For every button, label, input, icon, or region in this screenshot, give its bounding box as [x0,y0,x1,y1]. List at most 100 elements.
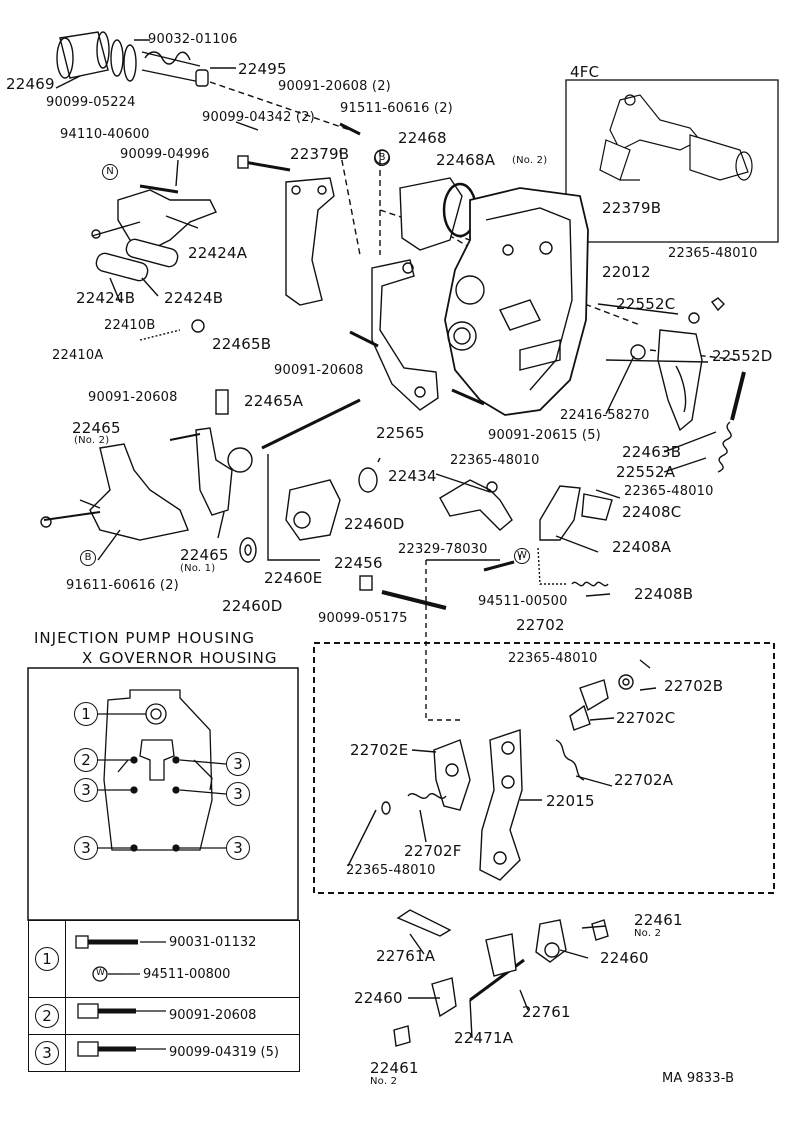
part-label: 22408A [612,538,672,556]
part-label: 90099-04342 (2) [202,110,315,125]
part-label: 22465A [244,392,304,410]
part-label: 22702E [350,741,409,759]
part-label: 22565 [376,424,425,442]
part-label: 91511-60616 (2) [340,101,453,116]
legend-row: 2 90091-20608 [29,997,299,1035]
4fc-mechanism [599,94,753,181]
part-label: 22495 [238,60,287,78]
part-label: 22424B [164,289,224,307]
part-label: 22424A [188,244,248,262]
legend-number: 2 [35,1004,59,1028]
fastener-legend-table: 1 90031-01132 94511-00800 W 2 90091-2060… [28,920,300,1072]
inset-housing-outline [98,689,227,852]
part-label: 90032-01106 [148,32,238,47]
inset-title-line1: INJECTION PUMP HOUSING [34,629,256,647]
part-label: 22465 [72,419,121,437]
hole-marker: 3 [226,782,250,806]
valve-assembly-22469 [56,31,209,87]
part-label: 22460 [354,989,403,1007]
hole-marker: 3 [74,778,98,802]
part-label: 22424B [76,289,136,307]
part-label: 22365-48010 [346,863,436,878]
part-label: 22410A [52,348,104,363]
hole-marker: 1 [74,702,98,726]
part-label: 90099-05224 [46,95,136,110]
legend-row-number-cell: 3 [29,1035,66,1072]
part-label: 22702C [616,709,676,727]
part-label: 22365-48010 [508,651,598,666]
part-label: 22761 [522,1003,571,1021]
part-label: 22460D [344,515,405,533]
hole-marker: 3 [74,836,98,860]
part-label: 22434 [388,467,437,485]
part-label: 22552D [712,347,773,365]
part-label: 22461 [634,911,683,929]
part-label: 22463B [622,443,682,461]
part-label: 22702B [664,677,724,695]
part-label: 22468A [436,151,496,169]
governor-housing-22012 [444,187,589,416]
part-label: 90099-04996 [120,147,210,162]
bracket-22424a [91,184,217,251]
part-label-note: No. 2 [370,1076,398,1087]
part-label: 22702A [614,771,674,789]
lever-22565 [371,259,439,411]
washer-mark: W [96,968,105,978]
part-label: 22379B [602,199,662,217]
part-label: 22416-58270 [560,408,650,423]
legend-row: 1 90031-01132 94511-00800 W [29,921,299,997]
springs-22424b [95,238,179,282]
part-label: 22468 [398,129,447,147]
part-label: 22365-48010 [450,453,540,468]
legend-row: 3 90099-04319 (5) [29,1034,299,1072]
part-label: 90091-20615 (5) [488,428,601,443]
part-label: 22465 [180,546,229,564]
hole-marker: 3 [226,752,250,776]
part-label: 91611-60616 (2) [66,578,179,593]
part-label: 22552C [616,295,676,313]
plate-22379b [285,177,335,306]
legend-part-number: 90099-04319 (5) [169,1045,279,1060]
stamp-b-marker: B [80,550,96,566]
legend-number: 1 [35,947,59,971]
stamp-b-marker: B [374,150,390,166]
part-label: 22460 [600,949,649,967]
part-label: 22469 [6,75,55,93]
hole-marker: 3 [226,836,250,860]
part-label: 22012 [602,263,651,281]
part-label: 94511-00500 [478,594,568,609]
part-label: 94110-40600 [60,127,150,142]
part-label: 4FC [570,63,600,81]
part-label: 22460E [264,569,323,587]
part-label: 90091-20608 [274,363,364,378]
legend-part-number: 94511-00800 [143,967,231,982]
part-label: 90091-20608 (2) [278,79,391,94]
part-label: 22410B [104,318,156,333]
part-label: 22408B [634,585,694,603]
stamp-n-marker: N [102,164,118,180]
part-label: 22456 [334,554,383,572]
figure-code: MA 9833-B [662,1071,735,1086]
part-label-note: (No. 2) [512,155,548,166]
part-label: 90099-05175 [318,611,408,626]
part-label: 22471A [454,1029,514,1047]
part-label-note: (No. 2) [74,435,110,446]
stamp-w-marker: W [514,548,530,564]
part-label: 22015 [546,792,595,810]
part-label: 22408C [622,503,682,521]
part-label: 22761A [376,947,436,965]
part-label-note: (No. 1) [180,563,216,574]
part-label: 22552A [616,463,676,481]
part-label: 22365-48010 [624,484,714,499]
part-label-note: No. 2 [634,928,662,939]
legend-row-number-cell: 1 [29,921,66,997]
legend-number: 3 [35,1041,59,1065]
part-label: 22379B [290,145,350,163]
part-label: 22365-48010 [668,246,758,261]
legend-part-number: 90091-20608 [169,1008,257,1023]
inset-title-line2: X GOVERNOR HOUSING [82,649,278,667]
part-label: 22461 [370,1059,419,1077]
hole-marker: 2 [74,748,98,772]
legend-part-number: 90031-01132 [169,935,257,950]
